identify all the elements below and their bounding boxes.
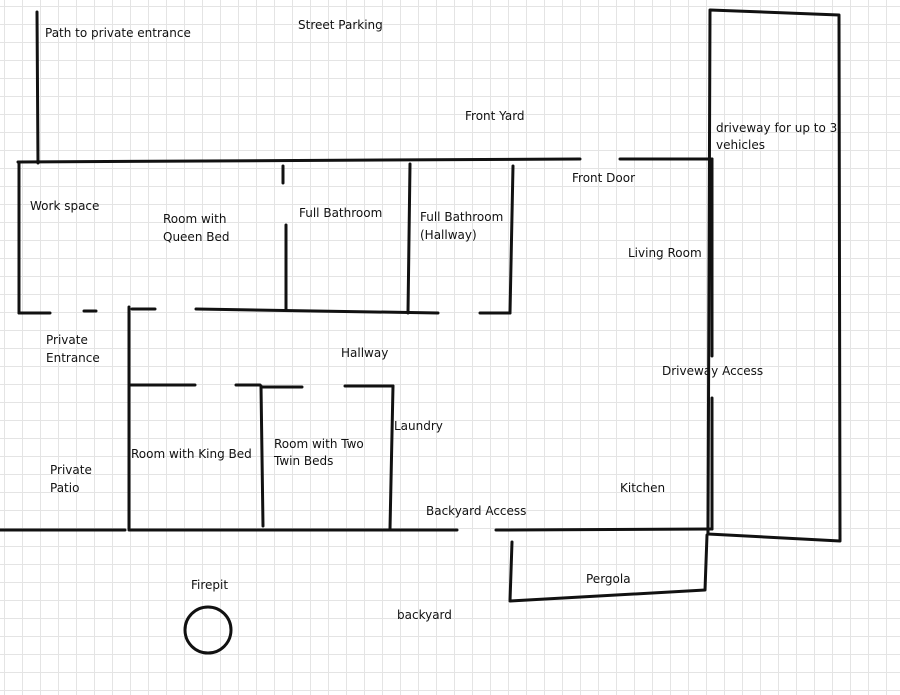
label-driveway: driveway for up to 3	[716, 121, 838, 135]
label-room-queen: Room with	[163, 212, 227, 226]
partition-bath-bath	[406, 162, 412, 315]
label-backyard-access: Backyard Access	[426, 504, 527, 518]
label-full-bathroom-hallway: Full Bathroom	[420, 210, 504, 224]
king-twin-partition	[259, 384, 265, 528]
firepit-circle	[183, 605, 233, 655]
label-work-space: Work space	[30, 199, 100, 213]
twin-laundry-partition	[388, 384, 395, 531]
partition-bath-living	[508, 164, 515, 315]
north-wall	[16, 157, 582, 164]
label-room-queen-line2: Queen Bed	[163, 230, 230, 244]
label-private-entrance: Private	[46, 333, 88, 347]
label-full-bathroom: Full Bathroom	[299, 206, 383, 220]
label-private-patio-line2: Patio	[50, 481, 80, 495]
label-driveway-line2: vehicles	[716, 138, 765, 152]
label-full-bathroom-hallway-line2: (Hallway)	[420, 228, 477, 242]
label-laundry: Laundry	[394, 419, 443, 433]
label-path-to-private-entrance: Path to private entrance	[45, 26, 191, 40]
top-row-south-4	[194, 307, 440, 315]
pergola-outline	[508, 533, 709, 603]
label-room-twin: Room with Two	[274, 437, 364, 451]
label-hallway: Hallway	[341, 346, 389, 360]
label-front-yard: Front Yard	[465, 109, 525, 123]
driveway-outline	[706, 8, 842, 543]
label-room-king: Room with King Bed	[131, 447, 252, 461]
label-backyard: backyard	[397, 608, 452, 622]
label-street-parking: Street Parking	[298, 18, 383, 32]
label-kitchen: Kitchen	[620, 481, 666, 495]
label-room-twin-line2: Twin Beds	[274, 454, 334, 468]
label-front-door: Front Door	[572, 171, 636, 185]
label-private-patio: Private	[50, 463, 92, 477]
label-driveway-access: Driveway Access	[662, 364, 764, 378]
path-wall	[35, 10, 40, 165]
label-firepit: Firepit	[191, 578, 229, 592]
label-private-entrance-line2: Entrance	[46, 351, 100, 365]
label-pergola: Pergola	[586, 572, 631, 586]
label-living-room: Living Room	[628, 246, 702, 260]
south-wall-east	[494, 527, 714, 532]
